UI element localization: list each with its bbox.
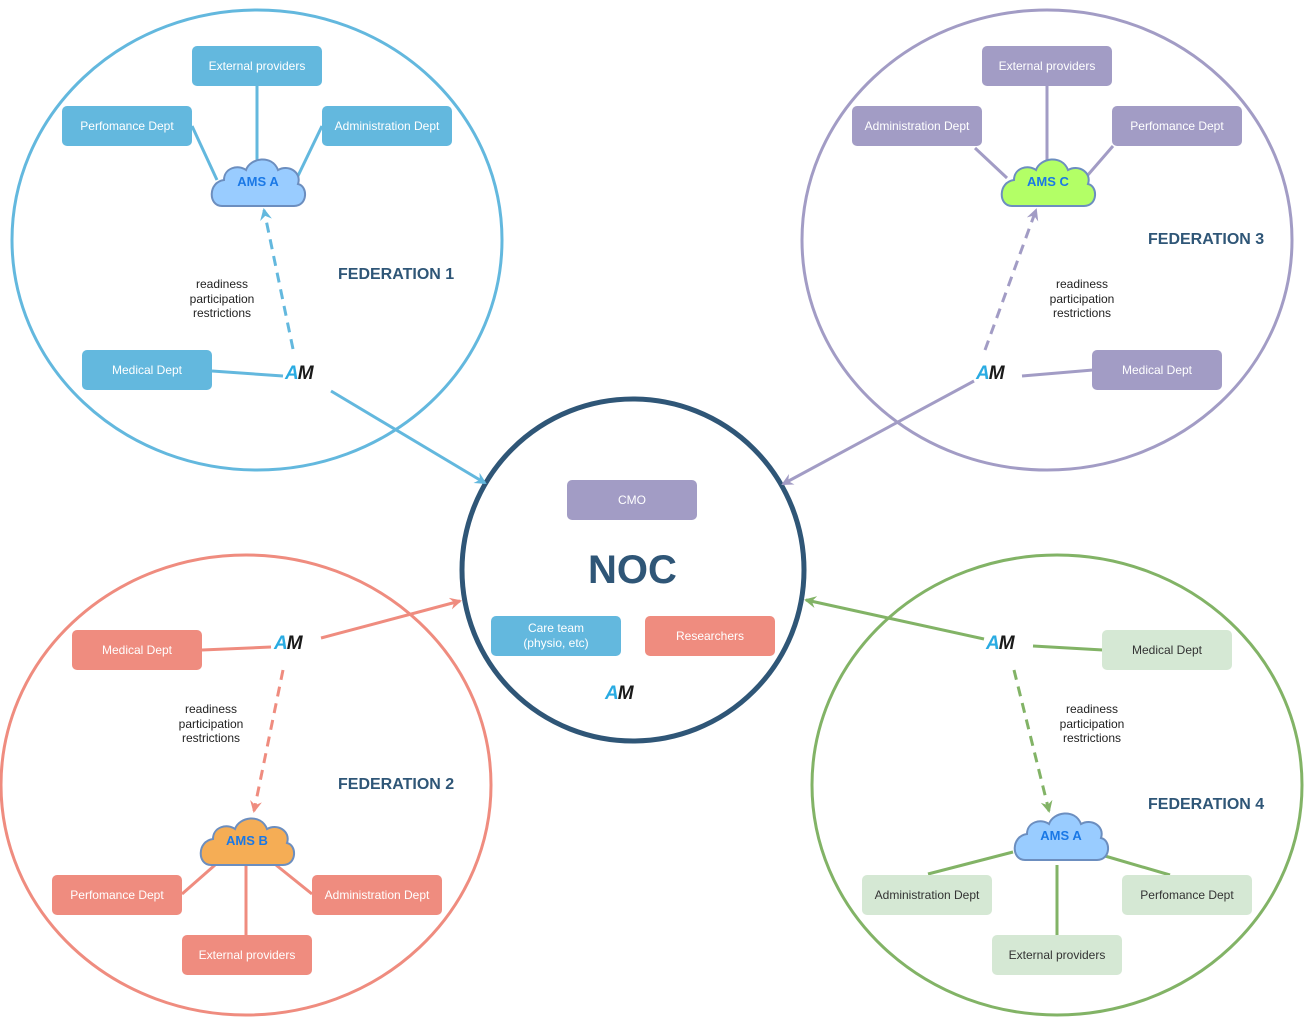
f4-to-noc-arrow — [804, 596, 985, 641]
f2-medical-dept-label: Medical Dept — [101, 642, 173, 657]
f3-link-administration — [973, 146, 1009, 180]
f3-to-noc-arrow — [781, 379, 975, 486]
f2-cloud-label: AMS B — [226, 833, 268, 848]
f4-performance-dept-label: Perfomance Dept — [1140, 887, 1234, 902]
f4-link-administration — [927, 850, 1014, 876]
federation-3-boundary — [800, 8, 1294, 472]
f3-performance-dept-label: Perfomance Dept — [1130, 118, 1224, 133]
f2-link-administration — [275, 863, 313, 896]
f4-link-medical — [1032, 644, 1104, 652]
f4-dashed-arrow — [1012, 669, 1053, 813]
f1-link-administration — [294, 125, 324, 181]
f2-data-note: readiness participation restrictions — [178, 702, 244, 745]
f1-am-logo-icon: AM — [285, 363, 314, 384]
f2-am-logo-icon: AM — [274, 633, 303, 654]
f4-external-providers-box[interactable]: External providers — [992, 935, 1122, 975]
f3-dashed-arrow — [983, 208, 1039, 351]
noc-cmo-box[interactable]: CMO — [567, 480, 697, 520]
f1-administration-dept-box[interactable]: Administration Dept — [322, 106, 452, 146]
f4-external-providers-label: External providers — [1008, 947, 1106, 962]
noc-care-team-label: Care team (physio, etc) — [523, 621, 589, 650]
f4-am-logo-icon: AM — [986, 633, 1015, 654]
f1-dashed-arrow — [260, 208, 295, 350]
f4-medical-dept-box[interactable]: Medical Dept — [1102, 630, 1232, 670]
f2-link-performance — [181, 863, 216, 896]
f1-external-providers-label: External providers — [208, 58, 306, 73]
f3-performance-dept-box[interactable]: Perfomance Dept — [1112, 106, 1242, 146]
f3-administration-dept-label: Administration Dept — [864, 118, 970, 133]
f1-link-medical — [211, 369, 284, 378]
f3-link-medical — [1021, 368, 1094, 378]
federation-2-boundary — [0, 553, 493, 1017]
noc-researchers-label: Researchers — [675, 628, 745, 643]
noc-boundary — [459, 396, 807, 744]
f3-external-providers-label: External providers — [998, 58, 1096, 73]
f1-data-note: readiness participation restrictions — [189, 277, 255, 320]
f3-administration-dept-box[interactable]: Administration Dept — [852, 106, 982, 146]
noc-cmo-label: CMO — [618, 492, 646, 507]
f1-link-performance — [190, 125, 219, 181]
f3-link-performance — [1085, 145, 1115, 177]
f1-cloud-shape — [210, 158, 306, 207]
f1-external-providers-box[interactable]: External providers — [192, 46, 322, 86]
f2-external-providers-box[interactable]: External providers — [182, 935, 312, 975]
f3-external-providers-box[interactable]: External providers — [982, 46, 1112, 86]
f4-medical-dept-label: Medical Dept — [1131, 642, 1203, 657]
f3-am-logo-icon: AM — [976, 363, 1005, 384]
f3-medical-dept-label: Medical Dept — [1121, 362, 1193, 377]
f1-performance-dept-box[interactable]: Perfomance Dept — [62, 106, 192, 146]
f1-administration-dept-label: Administration Dept — [334, 118, 440, 133]
f3-federation-title: FEDERATION 3 — [1148, 231, 1265, 248]
federation-4-boundary — [810, 553, 1304, 1017]
f4-administration-dept-box[interactable]: Administration Dept — [862, 875, 992, 915]
f2-cloud-shape — [199, 817, 295, 866]
f1-cloud-label: AMS A — [237, 174, 279, 189]
noc-care-team-box[interactable]: Care team (physio, etc) — [491, 616, 621, 656]
f3-medical-dept-box[interactable]: Medical Dept — [1092, 350, 1222, 390]
f1-federation-title: FEDERATION 1 — [338, 266, 455, 283]
f1-medical-dept-label: Medical Dept — [111, 362, 183, 377]
f1-medical-dept-box[interactable]: Medical Dept — [82, 350, 212, 390]
f2-dashed-arrow — [250, 669, 285, 813]
f1-to-noc-arrow — [330, 389, 487, 485]
f2-link-medical — [201, 645, 272, 652]
f2-performance-dept-label: Perfomance Dept — [70, 887, 164, 902]
f2-administration-dept-box[interactable]: Administration Dept — [312, 875, 442, 915]
f4-performance-dept-box[interactable]: Perfomance Dept — [1122, 875, 1252, 915]
noc-researchers-box[interactable]: Researchers — [645, 616, 775, 656]
f2-external-providers-label: External providers — [198, 947, 296, 962]
f4-administration-dept-label: Administration Dept — [874, 887, 980, 902]
noc-title: NOC — [588, 548, 677, 592]
f2-to-noc-arrow — [320, 597, 462, 640]
f2-medical-dept-box[interactable]: Medical Dept — [72, 630, 202, 670]
f3-cloud-shape — [1000, 158, 1096, 207]
f3-cloud-label: AMS C — [1027, 174, 1069, 189]
f4-federation-title: FEDERATION 4 — [1148, 796, 1265, 813]
federation-1-boundary — [10, 8, 504, 472]
f2-federation-title: FEDERATION 2 — [338, 776, 455, 793]
noc-am-logo-icon: AM — [605, 683, 634, 704]
f4-cloud-label: AMS A — [1040, 828, 1082, 843]
f4-link-performance — [1104, 854, 1171, 877]
f4-data-note: readiness participation restrictions — [1059, 702, 1125, 745]
f2-performance-dept-box[interactable]: Perfomance Dept — [52, 875, 182, 915]
f2-administration-dept-label: Administration Dept — [324, 887, 430, 902]
f3-data-note: readiness participation restrictions — [1049, 277, 1115, 320]
f1-performance-dept-label: Perfomance Dept — [80, 118, 174, 133]
f4-cloud-shape — [1013, 812, 1109, 861]
